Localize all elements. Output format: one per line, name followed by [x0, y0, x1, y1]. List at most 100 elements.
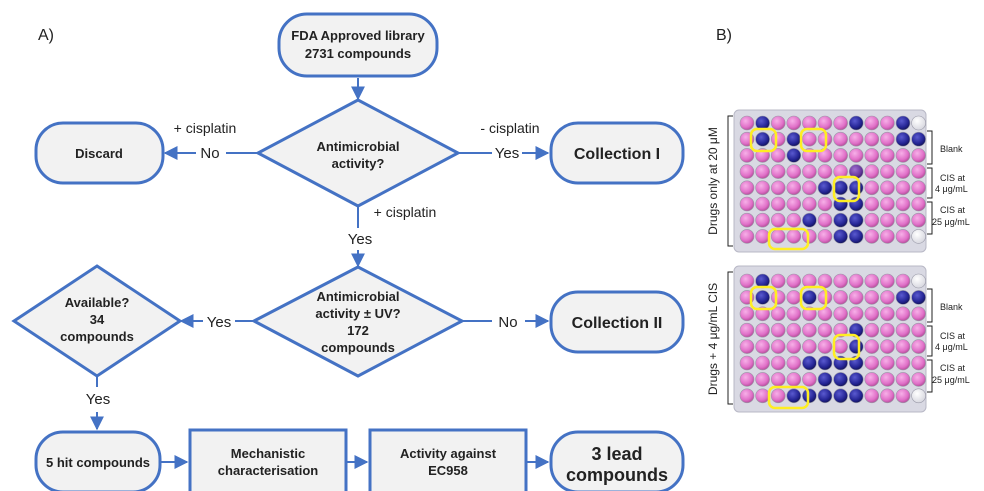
discard-node — [34, 121, 165, 185]
plate2-well — [864, 339, 880, 354]
plate2-well — [817, 322, 833, 338]
plate2-well — [864, 306, 880, 322]
plate1-well — [817, 212, 833, 228]
plate2-well — [802, 372, 817, 387]
plate2-well — [755, 388, 770, 404]
plate2-well — [786, 388, 802, 404]
plate1-well — [864, 180, 880, 196]
plate1-well — [802, 196, 817, 212]
plate2-well — [911, 355, 926, 371]
plate2-well — [864, 355, 880, 371]
plate1-well — [833, 212, 848, 228]
plate2-well — [739, 339, 755, 354]
plate2-well — [848, 306, 864, 322]
plate1-well — [739, 115, 755, 131]
plate2-well — [833, 290, 848, 305]
plate1-cis4-line2: 4 μg/mL — [935, 184, 968, 194]
plate1-well — [911, 115, 926, 131]
plate1-well — [770, 131, 786, 147]
plate1-well — [864, 131, 880, 147]
plate2-bracket-blank — [927, 288, 933, 323]
plate2-well — [739, 355, 755, 371]
plate1-well — [786, 196, 802, 212]
plate1-cis25-line2: 25 μg/mL — [932, 217, 970, 227]
plate1-well — [848, 180, 864, 196]
mechanistic-line2: characterisation — [218, 463, 318, 478]
plate-1-wells — [739, 115, 926, 244]
plate2-well — [895, 372, 911, 387]
plate1-well — [848, 115, 864, 131]
plate2-well — [833, 339, 848, 354]
plate1-well — [848, 212, 864, 228]
plate1-well — [895, 115, 911, 131]
edge-yes-available: Yes — [86, 391, 110, 408]
plate1-well — [864, 212, 880, 228]
plate2-well — [833, 273, 848, 289]
mechanistic-node — [188, 428, 348, 491]
plate1-well — [880, 115, 895, 131]
plate1-well — [833, 164, 848, 179]
plate1-well — [739, 164, 755, 179]
plate2-well — [895, 290, 911, 305]
panel-a-label: A) — [38, 27, 54, 44]
plate1-bracket-cis25 — [927, 201, 933, 235]
plate1-well — [895, 131, 911, 147]
plate2-well — [895, 339, 911, 354]
available-line1: Available? — [65, 295, 130, 310]
edge-minus-cisplatin: - cisplatin — [480, 120, 539, 136]
plate2-well — [739, 273, 755, 289]
plate1-well — [833, 229, 848, 244]
plate1-well — [770, 229, 786, 244]
plate2-well — [911, 273, 926, 289]
plate1-well — [739, 196, 755, 212]
activity-node — [368, 428, 528, 491]
plate1-well — [755, 196, 770, 212]
collection2-node — [549, 290, 685, 354]
plate2-well — [802, 322, 817, 338]
highlight-2c — [832, 333, 861, 361]
plate2-well — [833, 372, 848, 387]
panel-a: A) FDA Approved library 2731 compounds A… — [11, 12, 685, 491]
edge-yes-left: Yes — [207, 314, 231, 331]
plate1-well — [911, 131, 926, 147]
plate1-well — [880, 196, 895, 212]
plate1-well — [864, 148, 880, 163]
plate1-well — [880, 212, 895, 228]
plate1-well — [739, 212, 755, 228]
decision2-line4: compounds — [321, 340, 395, 355]
plate2-cis25-line2: 25 μg/mL — [932, 375, 970, 385]
decision1-line2: activity? — [332, 156, 385, 171]
plate2-well — [770, 339, 786, 354]
edge-plus-cisplatin-left: + cisplatin — [174, 120, 237, 136]
plate2-well — [817, 372, 833, 387]
plate2-well — [739, 388, 755, 404]
highlight-2b — [799, 285, 828, 311]
edge-yes-right: Yes — [495, 145, 519, 162]
plate1-well — [880, 180, 895, 196]
plate2-well — [770, 355, 786, 371]
plate2-well — [880, 273, 895, 289]
plate1-well — [770, 148, 786, 163]
plate1-well — [770, 115, 786, 131]
plate1-well — [880, 229, 895, 244]
start-line1: FDA Approved library — [291, 28, 425, 43]
plate1-well — [786, 164, 802, 179]
plate1-well — [895, 196, 911, 212]
plate2-left-bracket — [727, 271, 733, 405]
plate1-well — [911, 196, 926, 212]
plate1-well — [895, 212, 911, 228]
plate1-well — [770, 180, 786, 196]
plate2-cis4-line1: CIS at — [940, 331, 966, 341]
plate1-bracket-cis4 — [927, 167, 933, 199]
plate1-well — [786, 212, 802, 228]
plate1-well — [833, 148, 848, 163]
plate1-well — [880, 131, 895, 147]
plate2-well — [880, 355, 895, 371]
plate2-well — [880, 290, 895, 305]
plate1-well — [739, 180, 755, 196]
plate1-well — [848, 229, 864, 244]
plate2-well — [786, 273, 802, 289]
collection1-label: Collection I — [574, 146, 660, 163]
plate2-well — [848, 388, 864, 404]
plate2-well — [786, 306, 802, 322]
